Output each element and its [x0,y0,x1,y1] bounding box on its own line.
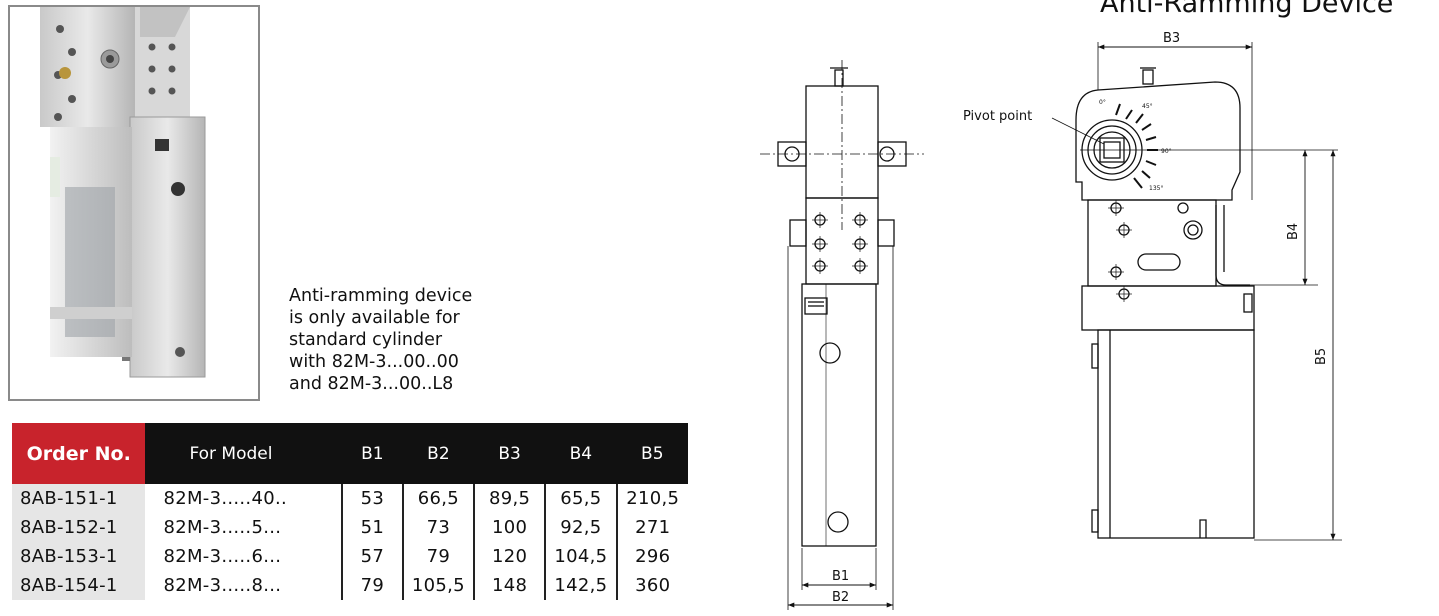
table-row: 8AB-154-1 82M-3.....8... 79 105,5 148 14… [12,571,688,600]
pivot-point-label: Pivot point [963,109,1032,124]
table-row: 8AB-151-1 82M-3.....40.. 53 66,5 89,5 65… [12,484,688,513]
table-row: 8AB-153-1 82M-3.....6... 57 79 120 104,5… [12,542,688,571]
cell-b4: 92,5 [544,513,617,542]
product-photo [8,5,260,401]
header-order-no: Order No. [12,423,146,484]
table-row: 8AB-152-1 82M-3.....5... 51 73 100 92,5 … [12,513,688,542]
side-view [1051,42,1342,541]
angle-label-135: 135° [1149,185,1163,192]
angle-label-0: 0° [1099,99,1106,106]
cell-b1: 57 [340,542,403,571]
cell-b2: 73 [401,513,475,542]
note-line: with 82M-3...00..00 [289,352,459,372]
cell-b3: 89,5 [473,484,546,513]
cell-b5: 210,5 [615,484,688,513]
cell-b3: 148 [473,571,546,600]
cell-b1: 53 [340,484,403,513]
cell-b3: 120 [473,542,546,571]
cell-b5: 360 [615,571,688,600]
note-line: Anti-ramming device [289,286,473,306]
dim-b2-label: B2 [832,590,849,605]
cell-order-no: 8AB-152-1 [12,513,146,542]
note-line: standard cylinder [289,330,443,350]
cell-b5: 296 [615,542,688,571]
order-table: Order No. For Model B1 B2 B3 B4 B5 8AB-1… [12,423,688,600]
cell-b4: 142,5 [544,571,617,600]
note-line: and 82M-3...00..L8 [289,374,454,394]
cell-b3: 100 [473,513,546,542]
cell-b4: 65,5 [544,484,617,513]
cell-b2: 105,5 [401,571,475,600]
note-line: is only available for [289,308,460,328]
cell-b2: 79 [401,542,475,571]
table-header-row: Order No. For Model B1 B2 B3 B4 B5 [12,423,688,484]
header-b4: B4 [545,423,617,484]
cell-model: 82M-3.....5... [163,517,282,538]
product-photo-illustration [10,7,258,399]
angle-label-90: 90° [1161,148,1172,155]
cell-model: 82M-3.....6... [163,546,282,567]
cell-order-no: 8AB-153-1 [12,542,146,571]
header-b3: B3 [474,423,546,484]
dim-b5-label: B5 [1314,348,1329,365]
availability-note: Anti-ramming device is only available fo… [289,285,472,395]
cell-model: 82M-3.....40.. [163,488,288,509]
dim-b3-label: B3 [1163,31,1180,46]
cell-b4: 104,5 [544,542,617,571]
dim-b4-label: B4 [1286,223,1301,240]
front-view [760,60,924,610]
cell-model: 82M-3.....8... [163,575,282,596]
cell-order-no: 8AB-154-1 [12,571,146,600]
header-for-model: For Model [145,423,342,484]
header-b5: B5 [616,423,688,484]
cell-b1: 79 [340,571,403,600]
cell-order-no: 8AB-151-1 [12,484,146,513]
page-title: Anti-Ramming Device [1100,0,1394,19]
header-b2: B2 [402,423,475,484]
header-b1: B1 [341,423,403,484]
angle-label-45: 45° [1142,103,1153,110]
dim-b1-label: B1 [832,569,849,584]
cell-b5: 271 [615,513,688,542]
cell-b1: 51 [340,513,403,542]
cell-b2: 66,5 [401,484,475,513]
